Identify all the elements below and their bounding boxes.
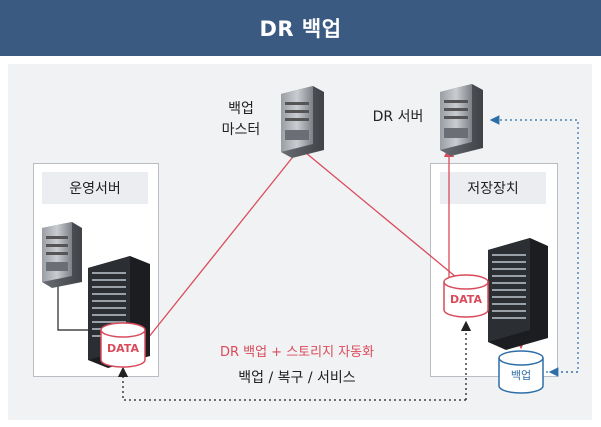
diagram-title: DR 백업 xyxy=(0,0,601,56)
replication-lines xyxy=(139,146,526,350)
ops-server-title: 운영서버 xyxy=(42,172,148,204)
backup-master-label-line2: 마스터 xyxy=(221,122,261,138)
storage-rack-icon xyxy=(488,238,548,350)
restore-path xyxy=(117,320,472,401)
dr-sync-path xyxy=(489,115,579,377)
backup-master-label: 백업 마스터 xyxy=(208,99,274,141)
automation-caption: DR 백업 + 스토리지 자동화 xyxy=(220,345,374,360)
ops-data-label: DATA xyxy=(107,342,139,355)
backup-cylinder: 백업 xyxy=(498,350,544,394)
dr-server-label: DR 서버 xyxy=(372,109,424,125)
backup-master-server-icon xyxy=(281,86,324,158)
ops-tower-server-icon xyxy=(42,222,82,288)
line-ops-to-master xyxy=(139,147,301,349)
dr-server-icon xyxy=(440,84,483,156)
storage-data-label: DATA xyxy=(450,293,482,306)
ops-data-cylinder: DATA xyxy=(100,322,146,368)
line-master-to-storage xyxy=(299,147,457,278)
storage-data-cylinder: DATA xyxy=(443,274,489,318)
backup-label: 백업 xyxy=(511,369,531,382)
storage-title: 저장장치 xyxy=(440,172,546,204)
services-caption: 백업 / 복구 / 서비스 xyxy=(238,370,356,386)
backup-master-label-line1: 백업 xyxy=(228,101,254,117)
